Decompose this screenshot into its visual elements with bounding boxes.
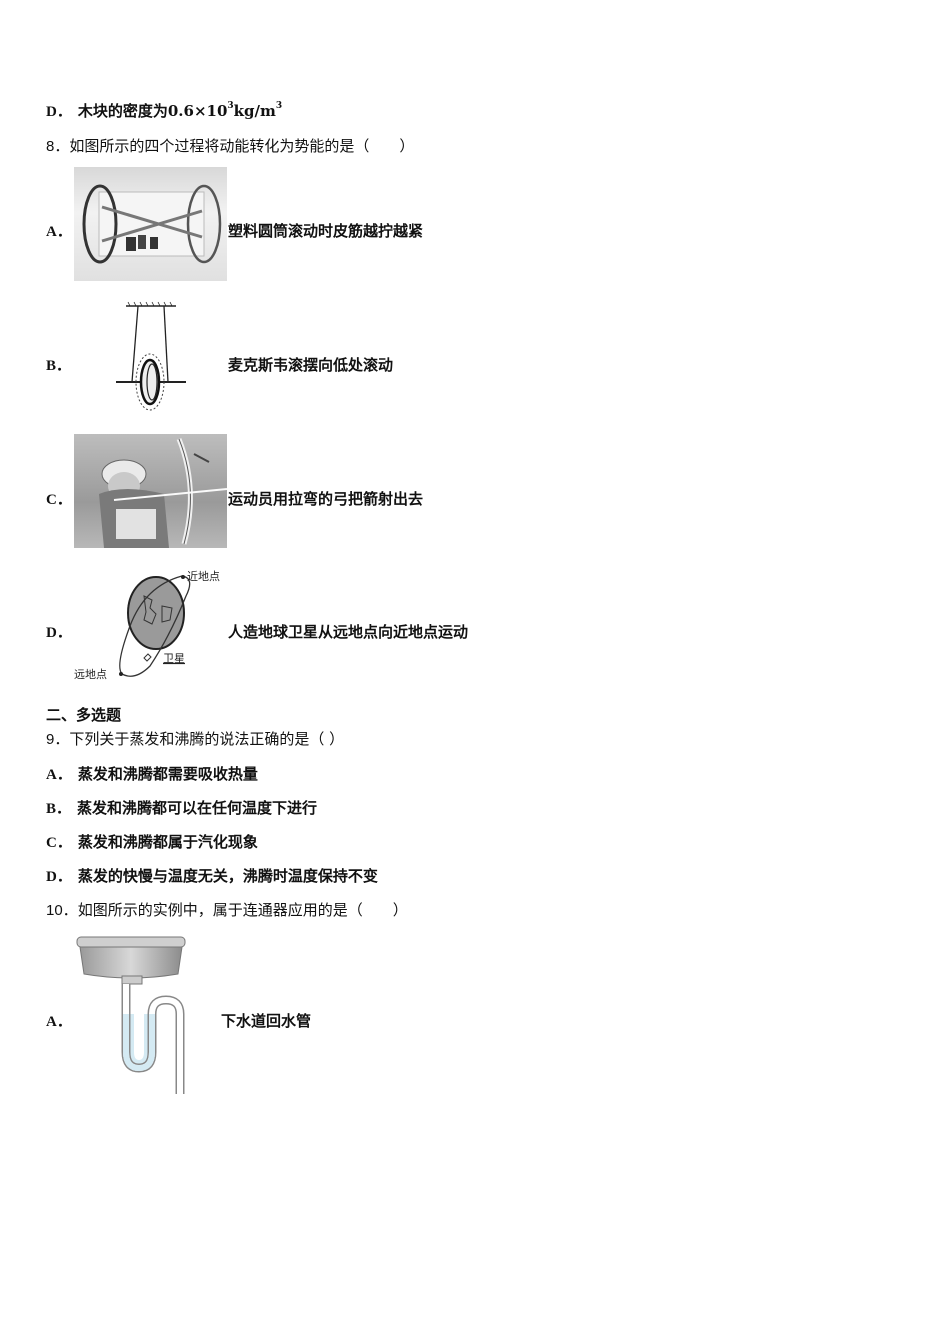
satellite-label: 卫星 [163, 652, 185, 665]
question-text: 如图所示的四个过程将动能转化为势能的是（ ） [69, 137, 415, 155]
question-text: 如图所示的实例中，属于连通器应用的是（ ） [77, 901, 408, 919]
apogee-label: 远地点 [74, 668, 107, 681]
option-label: C． [46, 835, 72, 851]
option-text: 木块的密度为0.6×103kg/m3 [77, 101, 283, 120]
option-label: D． [46, 869, 72, 885]
q8-option-b-text: 麦克斯韦滚摆向低处滚动 [228, 356, 394, 374]
sink-drain-trap-diagram [74, 934, 214, 1096]
satellite-orbit-diagram: 近地点 远地点 卫星 [70, 566, 230, 684]
q9-option-c: C． 蒸发和沸腾都属于汽化现象 [46, 832, 258, 853]
option-text: 蒸发和沸腾都可以在任何温度下进行 [77, 799, 318, 817]
q8-option-a-text: 塑料圆筒滚动时皮筋越拧越紧 [228, 222, 424, 240]
q9-option-d: D． 蒸发的快慢与温度无关，沸腾时温度保持不变 [46, 866, 378, 887]
option-label: B． [46, 801, 72, 817]
question-text: 下列关于蒸发和沸腾的说法正确的是（ ） [69, 730, 345, 748]
option-label: D． [46, 104, 72, 120]
q10-option-a-text: 下水道回水管 [221, 1012, 312, 1030]
option-text: 蒸发的快慢与温度无关，沸腾时温度保持不变 [77, 867, 378, 885]
q8-stem: 8．如图所示的四个过程将动能转化为势能的是（ ） [46, 136, 414, 157]
q9-option-b: B． 蒸发和沸腾都可以在任何温度下进行 [46, 798, 317, 819]
q8-option-b-label: B． [46, 358, 72, 374]
archer-photo [74, 434, 228, 548]
section-title: 二、多选题 [46, 706, 122, 724]
q8-option-c-label: C． [46, 492, 72, 508]
question-number: 10． [46, 902, 78, 919]
q10-option-a-label: A． [46, 1014, 72, 1030]
q9-stem: 9．下列关于蒸发和沸腾的说法正确的是（ ） [46, 729, 344, 750]
q8-option-c-text: 运动员用拉弯的弓把箭射出去 [228, 490, 424, 508]
q8-option-a-label: A． [46, 224, 72, 240]
q7-option-d: D． 木块的密度为0.6×103kg/m3 [46, 101, 282, 122]
option-text: 蒸发和沸腾都属于汽化现象 [77, 833, 258, 851]
option-text: 蒸发和沸腾都需要吸收热量 [77, 765, 258, 783]
q8-option-d-text: 人造地球卫星从远地点向近地点运动 [228, 623, 469, 641]
option-label: A． [46, 767, 72, 783]
perigee-label: 近地点 [187, 570, 220, 583]
q8-option-d-label: D． [46, 625, 72, 641]
rolling-plastic-cylinder-photo [74, 167, 227, 281]
question-number: 9． [46, 731, 70, 748]
question-number: 8． [46, 138, 70, 155]
q9-option-a: A． 蒸发和沸腾都需要吸收热量 [46, 764, 258, 785]
q10-stem: 10．如图所示的实例中，属于连通器应用的是（ ） [46, 900, 408, 921]
maxwell-pendulum-diagram [110, 300, 195, 418]
